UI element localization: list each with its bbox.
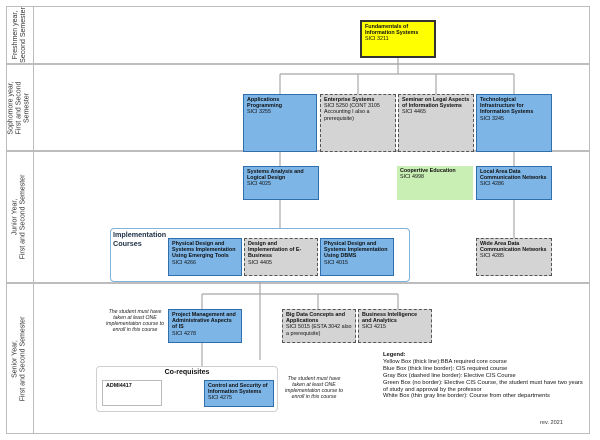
row-freshman [6,6,590,64]
corequisites-group [96,366,278,412]
course-code: SICI 3245 [480,115,504,122]
course-title: Technological Infrastructure for Informa… [480,97,534,116]
course-title: Enterprise Systems [324,97,375,103]
course-code: SICI 4286 [480,181,504,188]
course-physical-design-dbms[interactable]: Physical Design and Systems Implementati… [320,238,394,276]
course-cooperative-education[interactable]: Coopertive Education SICI 4998 [397,166,473,200]
course-systems-analysis[interactable]: Systems Analysis and Logical Design SICI… [243,166,319,200]
course-title: ADMI4417 [106,383,132,389]
course-code: SICI 4998 [400,174,424,181]
implementation-courses-group [110,228,410,282]
implementation-group-label: Implementation Courses [113,230,167,248]
label-column-divider [33,6,34,434]
course-code: SICI 4015 [324,259,348,266]
course-code: SICI 4405 [248,259,272,266]
prerequisite-note-control: The student must have taken at least ONE… [285,376,343,400]
legend: Legend: Yellow Box (thick line):BBA requ… [383,352,588,400]
course-title: Applications Programming [247,97,283,110]
legend-item-coop: Green Box (no border): Elective CIS Cour… [383,379,583,393]
course-title: Seminar on Legal Aspects of Information … [402,97,470,110]
row-senior [6,283,590,434]
course-physical-design-emerging[interactable]: Physical Design and Systems Implementati… [168,238,242,276]
revision-label: rev. 2021 [540,420,563,426]
course-code: SICI 4465 [402,109,426,116]
course-code: SICI 4025 [247,181,271,188]
legend-item-required: Blue Box (thick line border): CIS requir… [383,365,508,372]
course-title: Control and Security of Information Syst… [208,383,268,396]
course-applications-programming[interactable]: Applications Programming SICI 3255 [243,94,317,152]
course-code: SICI 4278 [172,330,196,337]
course-project-management[interactable]: Project Management and Administrative As… [168,309,242,343]
course-title: Physical Design and Systems Implementati… [324,241,388,260]
course-ebusiness[interactable]: Design and Implementation of E-Business … [244,238,318,276]
course-title: Fundamentals of Information Systems [365,24,419,37]
legend-item-elective: Gray Box (dashed line border): Elective … [383,372,516,379]
course-code: SICI 4285 [480,253,504,260]
course-business-intelligence[interactable]: Business Intelligence and Analytics SICI… [358,309,432,343]
course-title: Business Intelligence and Analytics [362,312,418,325]
course-title: Coopertive Education [400,168,456,174]
course-title: Local Area Data Communication Networks [480,169,547,182]
course-fundamentals[interactable]: Fundamentals of Information Systems SICI… [360,20,436,58]
course-enterprise-systems[interactable]: Enterprise Systems SICI 5250 (CONT 3105 … [320,94,396,152]
course-code: SICI 4215 [362,324,386,331]
course-code: SICI 3255 [247,109,271,116]
course-admi4417[interactable]: ADMI4417 [102,380,162,406]
course-legal-aspects[interactable]: Seminar on Legal Aspects of Information … [398,94,474,152]
legend-item-other-dept: White Box (thin gray line border): Cours… [383,393,550,400]
course-title: Big Data Concepts and Applications [286,312,346,325]
course-big-data[interactable]: Big Data Concepts and Applications SICI … [282,309,356,343]
course-code: SICI 4266 [172,259,196,266]
course-code: SICI 3211 [365,36,389,43]
course-technological-infrastructure[interactable]: Technological Infrastructure for Informa… [476,94,552,152]
course-title: Project Management and Administrative As… [172,312,236,331]
course-code: SICI 5015 (ESTA 3042 also a prerequisite… [286,324,352,337]
course-title: Wide Area Data Communication Networks [480,241,547,254]
course-local-area-networks[interactable]: Local Area Data Communication Networks S… [476,166,552,200]
course-code: SICI 4275 [208,395,232,402]
prerequisite-note-project: The student must have taken at least ONE… [106,309,164,333]
legend-title: Legend: [383,352,406,358]
course-title: Design and Implementation of E-Business [248,241,302,260]
legend-item-core: Yellow Box (thick line):BBA required cor… [383,358,507,365]
course-title: Systems Analysis and Logical Design [247,169,304,182]
course-control-security[interactable]: Control and Security of Information Syst… [204,380,274,407]
corequisites-label: Co-requisites [164,369,210,376]
course-title: Physical Design and Systems Implementati… [172,241,236,260]
course-code: SICI 5250 (CONT 3105 Accounting I also a… [324,103,380,122]
course-wide-area-networks[interactable]: Wide Area Data Communication Networks SI… [476,238,552,276]
